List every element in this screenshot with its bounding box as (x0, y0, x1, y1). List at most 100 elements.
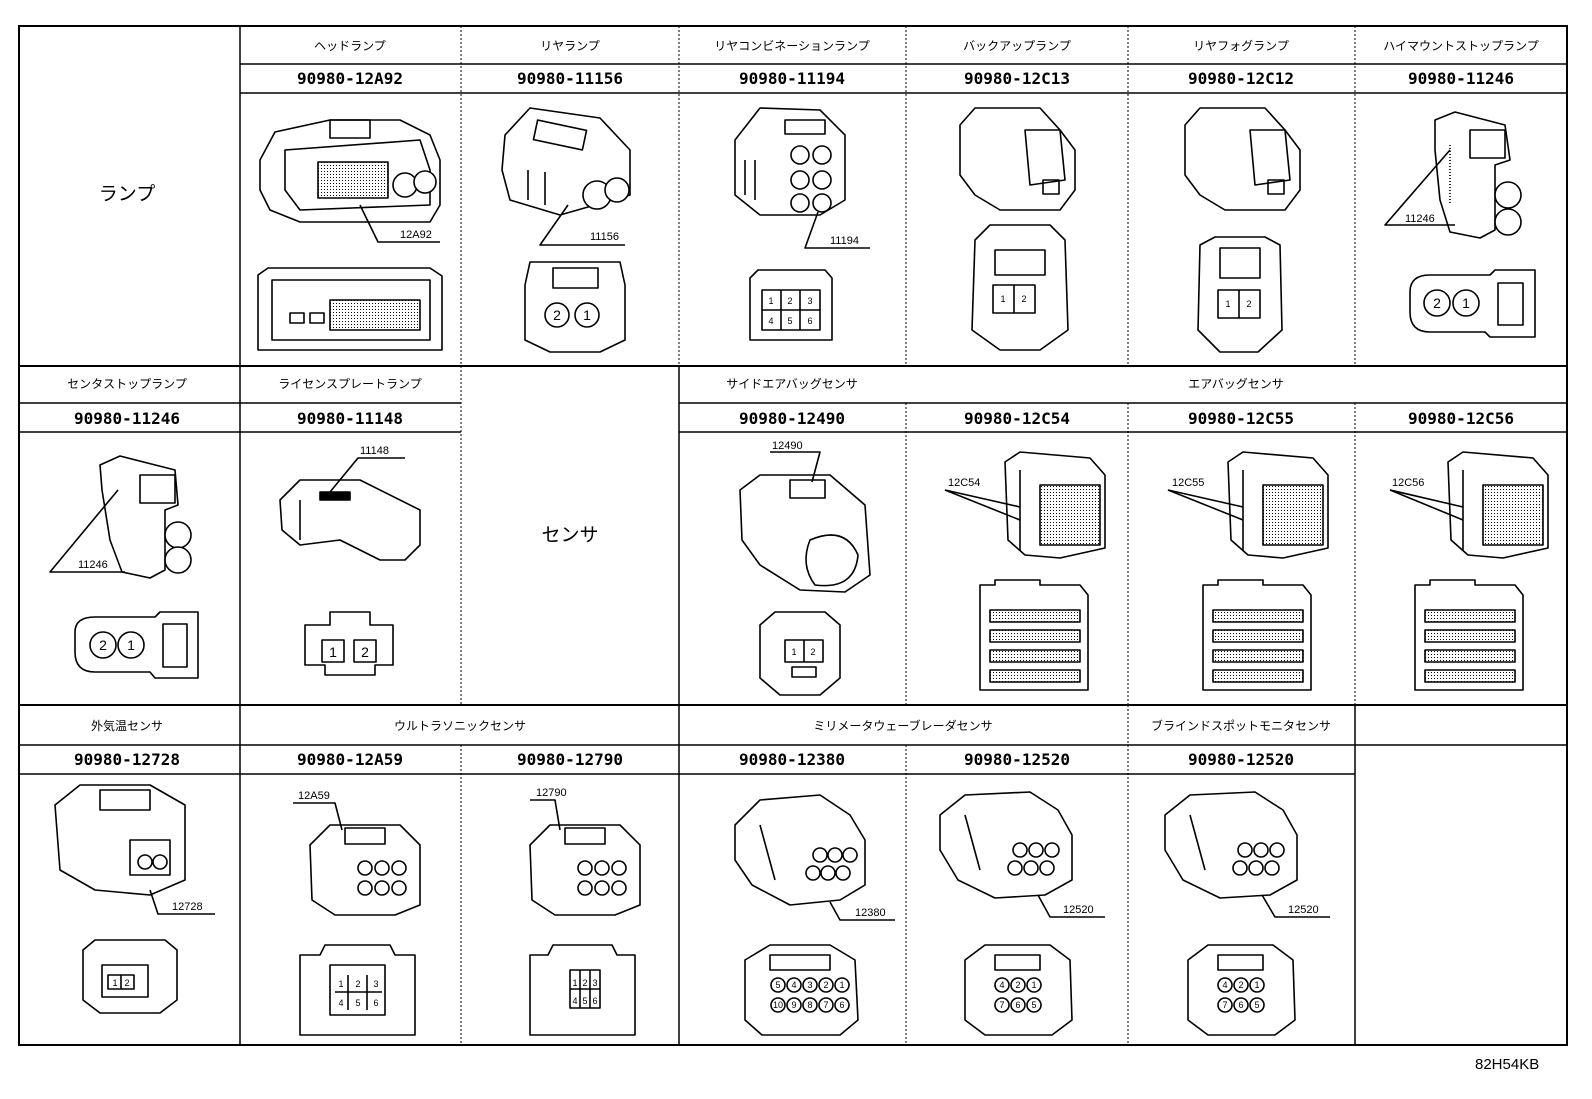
callout-12a59 (293, 802, 343, 831)
pin-label: 5 (775, 980, 780, 990)
part-number: 90980-11156 (517, 69, 623, 88)
callout-12520 (1261, 894, 1330, 918)
pin-labels: 1 2 3 4 5 6 (768, 296, 812, 326)
part-number: 90980-12380 (739, 750, 845, 769)
part-number: 90980-12790 (517, 750, 623, 769)
pin-label: 2 (99, 637, 107, 653)
callout-label: 12C56 (1392, 477, 1424, 489)
pin-label: 4 (572, 996, 577, 1006)
pin-label: 6 (807, 316, 812, 326)
pin-label: 2 (1238, 980, 1243, 990)
pin-label: 4 (338, 998, 343, 1008)
part-number: 90980-12C12 (1188, 69, 1294, 88)
rear-combination-connector-drawing (734, 107, 846, 341)
pin-label: 2 (1246, 299, 1251, 309)
pin-label: 8 (807, 1000, 812, 1010)
callout-12c54 (944, 489, 1021, 521)
callout-12490 (770, 451, 821, 483)
callout-label: 12728 (172, 901, 203, 913)
pin-label: 6 (1015, 1000, 1020, 1010)
pin-labels: 4 2 1 7 6 5 (1222, 980, 1259, 1010)
rear-lamp-connector-drawing (501, 107, 631, 353)
pin-label: 7 (823, 1000, 828, 1010)
pin-label: 5 (1254, 1000, 1259, 1010)
pin-label: 3 (807, 980, 812, 990)
header-ultrasonic-sensor: ウルトラソニックセンサ (394, 719, 526, 733)
callout-11246 (1384, 149, 1455, 226)
part-number: 90980-11246 (74, 409, 180, 428)
pin-label: 1 (1000, 294, 1005, 304)
callout-label: 12A92 (400, 229, 432, 241)
part-number: 90980-12520 (1188, 750, 1294, 769)
part-number: 90980-12728 (74, 750, 180, 769)
header-high-mount-stop-lamp: ハイマウントストップランプ (1383, 39, 1538, 53)
pin-label: 6 (373, 998, 378, 1008)
pin-labels: 1 2 3 4 5 6 (572, 978, 597, 1006)
part-number: 90980-12520 (964, 750, 1070, 769)
header-backup-lamp: バックアップランプ (963, 39, 1071, 53)
pin-label: 7 (999, 1000, 1004, 1010)
airbag-sensor-connector-drawing (979, 451, 1106, 691)
callout-12c56 (1389, 489, 1464, 521)
pin-label: 1 (1254, 980, 1259, 990)
pin-label: 4 (768, 316, 773, 326)
pin-label: 1 (768, 296, 773, 306)
pin-label: 9 (791, 1000, 796, 1010)
airbag-sensor-connector-drawing (1202, 451, 1329, 691)
header-mmwave-radar-sensor: ミリメータウェーブレーダセンサ (813, 718, 992, 733)
pin-label: 1 (1225, 299, 1230, 309)
license-plate-connector-drawing (279, 479, 421, 676)
callout-11246 (49, 489, 125, 573)
part-number: 90980-11246 (1408, 69, 1514, 88)
pin-label: 5 (355, 998, 360, 1008)
part-number: 90980-12A92 (297, 69, 403, 88)
row2-headers: センタストップランプ ライセンスプレートランプ サイドエアバッグセンサ エアバッ… (67, 377, 1514, 546)
pin-label: 6 (1238, 1000, 1243, 1010)
outside-temp-connector-drawing (54, 784, 186, 1014)
callout-12728 (149, 889, 215, 915)
part-number: 90980-11194 (739, 69, 845, 88)
pin-label: 3 (592, 978, 597, 988)
pin-label: 6 (592, 996, 597, 1006)
ultrasonic-connector-drawing (529, 824, 641, 1036)
callout-label: 12C55 (1172, 477, 1204, 489)
callout-12380 (829, 901, 895, 921)
pin-label: 5 (582, 996, 587, 1006)
pin-label: 1 (127, 637, 135, 653)
callout-label: 12490 (772, 440, 803, 452)
row3-headers: 外気温センサ ウルトラソニックセンサ ミリメータウェーブレーダセンサ ブラインド… (74, 718, 1331, 769)
pin-labels: 4 2 1 7 6 5 (999, 980, 1036, 1010)
part-number: 90980-11148 (297, 409, 403, 428)
pin-circles (770, 977, 850, 1013)
callout-12790 (530, 799, 561, 831)
pin-label: 5 (787, 316, 792, 326)
ultrasonic-connector-drawing (299, 824, 421, 1036)
pin-label: 5 (1031, 1000, 1036, 1010)
header-rear-combination-lamp: リヤコンビネーションランプ (714, 39, 869, 53)
callout-label: 12A59 (298, 790, 330, 802)
airbag-sensor-connector-drawing (1414, 451, 1549, 691)
pin-labels: 5 4 3 2 1 10 9 8 7 6 (773, 980, 845, 1010)
pin-label: 10 (773, 1000, 783, 1010)
pin-label: 6 (839, 1000, 844, 1010)
pin-label: 2 (1433, 295, 1441, 311)
callout-11194 (804, 211, 870, 249)
row1-headers: ランプ ヘッドランプ リヤランプ リヤコンビネーションランプ バックアップランプ… (99, 39, 1539, 205)
grid-lines (18, 25, 1568, 1046)
center-stop-connector-drawing (74, 455, 199, 679)
pin-label: 2 (355, 979, 360, 989)
callout-label: 11156 (590, 231, 619, 243)
header-headlamp: ヘッドランプ (314, 39, 386, 53)
callout-11148 (329, 457, 405, 493)
callout-label: 12520 (1063, 904, 1094, 916)
mmwave-radar-connector-drawing (734, 794, 866, 1036)
pin-labels: 1 2 3 4 5 6 (338, 979, 378, 1008)
header-rear-lamp: リヤランプ (540, 39, 600, 53)
pin-label: 1 (112, 978, 117, 988)
pin-label: 1 (1031, 980, 1036, 990)
pin-label: 4 (791, 980, 796, 990)
pin-label: 3 (807, 296, 812, 306)
callout-11156 (539, 204, 625, 246)
section-sensor: センサ (541, 524, 598, 546)
